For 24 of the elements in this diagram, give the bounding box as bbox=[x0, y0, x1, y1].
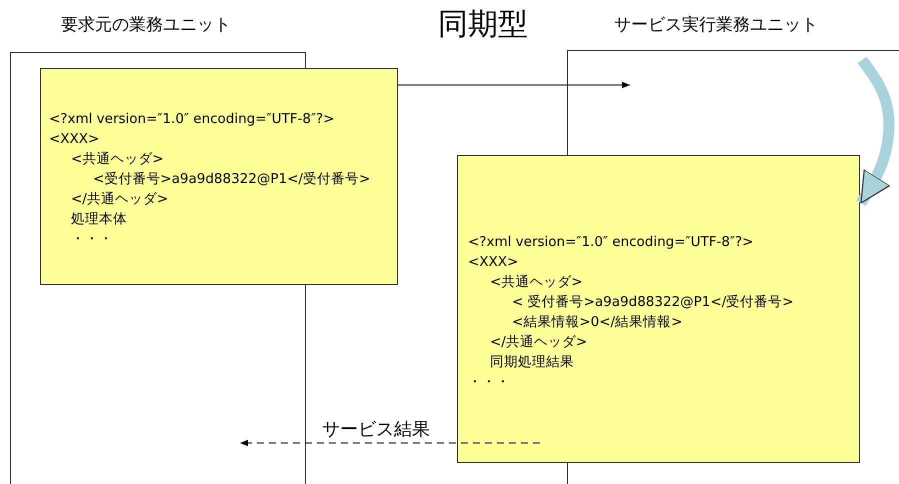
edge-label: サービス結果 bbox=[322, 419, 430, 441]
xml-line: 処理本体 bbox=[71, 210, 127, 229]
xml-message-note bbox=[40, 68, 398, 285]
xml-line: <受付番号>a9a9d88322@P1</受付番号> bbox=[93, 170, 370, 189]
unit-heading: サービス実行業務ユニット bbox=[614, 14, 818, 36]
curved-block-arrow bbox=[856, 56, 894, 206]
arrow bbox=[240, 440, 540, 446]
arrow bbox=[398, 82, 630, 88]
xml-line: ・・・ bbox=[468, 373, 510, 392]
xml-line: ・・・ bbox=[71, 230, 113, 249]
xml-line: < 受付番号>a9a9d88322@P1</受付番号> bbox=[512, 293, 794, 312]
xml-line: <XXX> bbox=[49, 130, 100, 149]
xml-line: <共通ヘッダ> bbox=[71, 150, 164, 169]
xml-line: </共通ヘッダ> bbox=[71, 190, 168, 209]
xml-line: <XXX> bbox=[468, 253, 518, 272]
unit-heading: 要求元の業務ユニット bbox=[61, 14, 231, 36]
xml-line: <共通ヘッダ> bbox=[490, 273, 583, 292]
title: 同期型 bbox=[437, 6, 529, 44]
xml-line: 同期処理結果 bbox=[490, 353, 574, 372]
xml-line: <結果情報>0</結果情報> bbox=[512, 313, 682, 332]
xml-line: <?xml version=″1.0″ encoding=″UTF-8″?> bbox=[468, 233, 754, 252]
xml-line: </共通ヘッダ> bbox=[490, 333, 588, 352]
xml-line: <?xml version=″1.0″ encoding=″UTF-8″?> bbox=[49, 110, 334, 129]
xml-message-note bbox=[457, 155, 860, 463]
